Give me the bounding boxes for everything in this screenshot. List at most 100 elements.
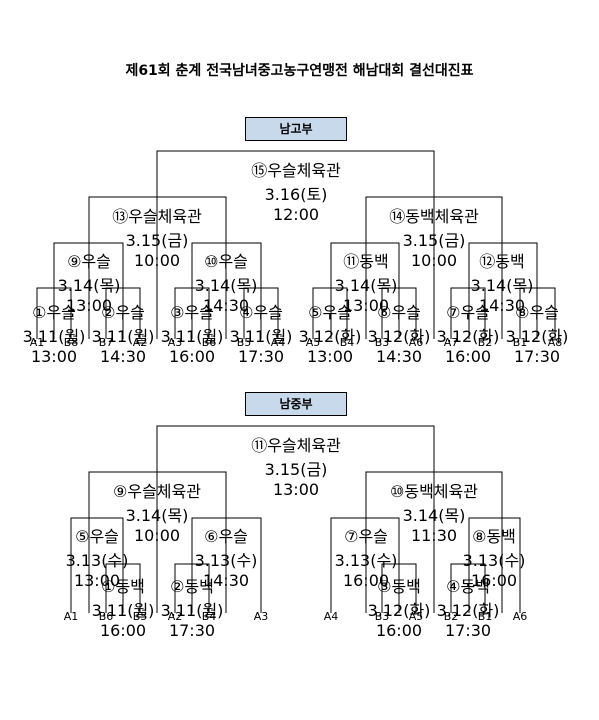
page-title: 제61회 춘계 전국남녀중고농구연맹전 해남대회 결선대진표 <box>125 63 474 79</box>
division-label-middle: 남중부 <box>245 392 347 416</box>
match-date: 3.12(화) <box>505 327 569 346</box>
match-time: 13:00 <box>342 296 390 315</box>
team-label: A1 <box>63 610 79 623</box>
match-date: 3.13(수) <box>194 551 258 570</box>
match-date: 3.12(화) <box>436 601 500 620</box>
match-quarterfinal: ⑥우슬 3.13(수) 14:30 <box>195 523 258 590</box>
match-date: 3.11(월) <box>229 327 293 346</box>
match-venue: ⑨우슬체육관 <box>113 482 201 501</box>
match-quarterfinal: ⑦우슬 3.13(수) 16:00 <box>335 523 398 590</box>
match-venue: ③동백 <box>377 577 421 596</box>
match-time: 10:00 <box>133 526 181 545</box>
match-time: 12:00 <box>272 205 320 224</box>
match-venue: ⑭동백체육관 <box>389 207 479 226</box>
match-venue: ⑩우슬 <box>204 252 248 271</box>
match-venue: ⑬우슬체육관 <box>112 207 202 226</box>
match-date: 3.12(화) <box>367 601 431 620</box>
match-venue: ⑥우슬 <box>377 303 421 322</box>
match-venue: ④우슬 <box>239 303 283 322</box>
match-semifinal-right: ⑭동백체육관 3.15(금) 10:00 <box>389 203 479 270</box>
team-label: A4 <box>323 610 339 623</box>
match-venue: ⑨우슬 <box>67 252 111 271</box>
match-venue: ⑧우슬 <box>515 303 559 322</box>
match-round1: ⑤우슬 3.12(화) 13:00 <box>299 299 362 366</box>
match-time: 17:30 <box>168 621 216 640</box>
match-venue: ⑥우슬 <box>204 527 248 546</box>
match-round1: ②우슬 3.11(월) 14:30 <box>92 299 155 366</box>
team-label: B1 <box>512 336 528 349</box>
match-quarterfinal: ⑧동백 3.13(수) 16:00 <box>463 523 526 590</box>
team-label: A7 <box>443 336 459 349</box>
match-time: 17:30 <box>237 347 285 366</box>
match-date: 3.11(월) <box>160 327 224 346</box>
match-quarterfinal: ⑫동백 3.14(목) 14:30 <box>471 248 534 315</box>
team-label: B1 <box>477 610 493 623</box>
match-semifinal-left: ⑨우슬체육관 3.14(목) 10:00 <box>113 478 201 545</box>
match-time: 14:30 <box>478 296 526 315</box>
team-label: B8 <box>63 336 79 349</box>
match-date: 3.14(목) <box>194 276 258 295</box>
team-label: B4 <box>339 336 355 349</box>
team-label: A6 <box>408 336 424 349</box>
match-date: 3.16(토) <box>264 185 328 204</box>
match-time: 13:00 <box>65 296 113 315</box>
match-venue: ⑪동백 <box>343 252 389 271</box>
team-label: A3 <box>253 610 269 623</box>
team-label: A2 <box>167 610 183 623</box>
match-date: 3.11(월) <box>91 601 155 620</box>
match-venue: ⑤우슬 <box>75 527 119 546</box>
team-label: B6 <box>98 610 114 623</box>
match-date: 3.11(월) <box>22 327 86 346</box>
match-date: 3.13(수) <box>65 551 129 570</box>
match-date: 3.15(금) <box>125 231 189 250</box>
match-date: 3.14(목) <box>334 276 398 295</box>
match-time: 10:00 <box>133 251 181 270</box>
match-time: 14:30 <box>99 347 147 366</box>
match-round1: ①동백 3.11(월) 16:00 <box>92 573 155 640</box>
match-venue: ⑪우슬체육관 <box>251 436 341 455</box>
match-time: 17:30 <box>513 347 561 366</box>
match-quarterfinal: ⑩우슬 3.14(목) 14:30 <box>195 248 258 315</box>
match-round1: ③우슬 3.11(월) 16:00 <box>161 299 224 366</box>
team-label: A2 <box>132 336 148 349</box>
match-semifinal-left: ⑬우슬체육관 3.15(금) 10:00 <box>112 203 202 270</box>
match-round1: ④동백 3.12(화) 17:30 <box>437 573 500 640</box>
match-venue: ⑩동백체육관 <box>390 482 478 501</box>
team-label: B7 <box>98 336 114 349</box>
match-semifinal-right: ⑩동백체육관 3.14(목) 11:30 <box>390 478 478 545</box>
match-date: 3.12(화) <box>298 327 362 346</box>
match-date: 3.15(금) <box>264 460 328 479</box>
match-round1: ①우슬 3.11(월) 13:00 <box>23 299 86 366</box>
match-round1: ③동백 3.12(화) 16:00 <box>368 573 431 640</box>
match-venue: ⑤우슬 <box>308 303 352 322</box>
match-round1: ④우슬 3.11(월) 17:30 <box>230 299 293 366</box>
match-time: 16:00 <box>342 571 390 590</box>
team-label: A3 <box>167 336 183 349</box>
team-label: B3 <box>374 610 390 623</box>
match-venue: ⑦우슬 <box>446 303 490 322</box>
match-date: 3.14(목) <box>125 506 189 525</box>
match-venue: ③우슬 <box>170 303 214 322</box>
match-time: 13:00 <box>306 347 354 366</box>
division-label-high: 남고부 <box>245 117 347 141</box>
team-label: A4 <box>270 336 286 349</box>
team-label: B4 <box>201 610 217 623</box>
match-date: 3.14(목) <box>57 276 121 295</box>
match-venue: ②동백 <box>170 577 214 596</box>
match-time: 13:00 <box>30 347 78 366</box>
team-label: A8 <box>547 336 563 349</box>
team-label: B6 <box>201 336 217 349</box>
team-label: B3 <box>374 336 390 349</box>
match-venue: ④동백 <box>446 577 490 596</box>
team-label: A5 <box>305 336 321 349</box>
match-round1: ⑥우슬 3.12(화) 14:30 <box>368 299 431 366</box>
match-date: 3.12(화) <box>367 327 431 346</box>
team-label: B2 <box>443 610 459 623</box>
match-venue: ①우슬 <box>32 303 76 322</box>
match-date: 3.11(월) <box>160 601 224 620</box>
match-date: 3.14(목) <box>470 276 534 295</box>
match-time: 16:00 <box>470 571 518 590</box>
match-time: 16:00 <box>375 621 423 640</box>
match-venue: ⑫동백 <box>479 252 525 271</box>
